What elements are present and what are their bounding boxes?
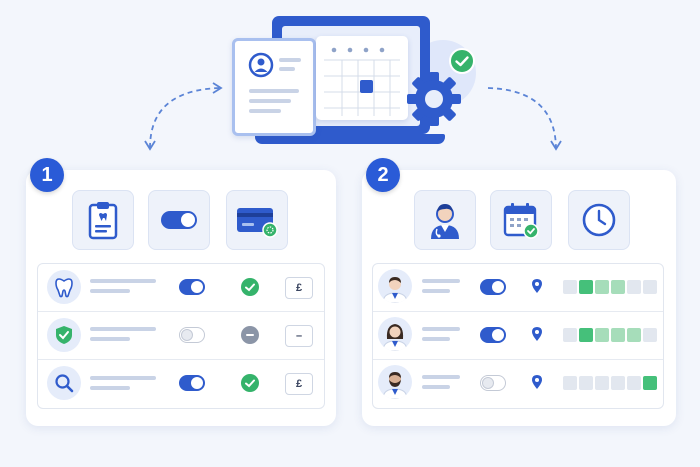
- calendar-grid-icon: [324, 47, 400, 116]
- doctor-tile: [414, 190, 476, 250]
- location-pin-icon: [532, 375, 542, 389]
- doctor-2-slots: [563, 328, 657, 342]
- doctor-1-slots: [563, 280, 657, 294]
- calendar-check-icon: [503, 203, 539, 239]
- doctor-3-detail-line: [422, 385, 450, 389]
- location-pin-icon: [532, 279, 542, 293]
- row-1-subtitle-line: [90, 289, 130, 293]
- step-2-badge: 2: [366, 158, 400, 192]
- time-slot[interactable]: [563, 280, 577, 294]
- row-divider: [38, 359, 324, 360]
- time-slot[interactable]: [579, 328, 593, 342]
- time-slot[interactable]: [579, 280, 593, 294]
- payment-tile: [226, 190, 288, 250]
- row-3-price[interactable]: £: [285, 373, 313, 395]
- doctor-1-detail-line: [422, 289, 450, 293]
- arrowhead-panel2: [550, 140, 562, 151]
- toggle-icon: [161, 211, 197, 229]
- search-icon: [47, 366, 81, 400]
- arrowhead-panel1: [144, 140, 156, 151]
- time-slot[interactable]: [579, 376, 593, 390]
- doctor-1-name-line: [422, 279, 460, 283]
- time-slot[interactable]: [611, 376, 625, 390]
- row-divider: [373, 359, 663, 360]
- row-2-title-line: [90, 327, 156, 331]
- credit-card-icon: [237, 208, 278, 238]
- time-slot[interactable]: [595, 280, 609, 294]
- clock-icon: [582, 203, 616, 237]
- doctor-2-detail-line: [422, 337, 450, 341]
- doctor-3-name-line: [422, 375, 460, 379]
- arrow-to-hero: [149, 87, 221, 149]
- doctor-1-toggle[interactable]: [480, 279, 506, 295]
- doctor-avatar-male: [378, 269, 412, 303]
- profile-card: [232, 38, 316, 136]
- time-slot[interactable]: [643, 328, 657, 342]
- row-2-minus-icon: [241, 326, 259, 344]
- row-divider: [373, 311, 663, 312]
- doctor-availability-table: [372, 263, 664, 409]
- doctor-3-slots: [563, 376, 657, 390]
- row-1-toggle[interactable]: [179, 279, 205, 295]
- calendar-card: [316, 36, 408, 120]
- row-3-subtitle-line: [90, 386, 130, 390]
- row-3-title-line: [90, 376, 156, 380]
- service-table: £ – £: [37, 263, 325, 409]
- arrowhead-hero: [212, 82, 223, 94]
- row-2-toggle[interactable]: [179, 327, 205, 343]
- doctor-avatar-bearded: [378, 365, 412, 399]
- time-slot[interactable]: [627, 280, 641, 294]
- profile-card-content: [248, 52, 301, 113]
- laptop-base: [255, 134, 445, 144]
- time-slot[interactable]: [627, 328, 641, 342]
- time-slot[interactable]: [563, 376, 577, 390]
- time-slot[interactable]: [643, 280, 657, 294]
- doctor-icon: [431, 204, 459, 239]
- time-slot[interactable]: [611, 328, 625, 342]
- toggle-tile: [148, 190, 210, 250]
- row-2-subtitle-line: [90, 337, 130, 341]
- arrow-to-panel2: [487, 87, 557, 149]
- doctor-avatar-female: [378, 317, 412, 351]
- row-1-price[interactable]: £: [285, 277, 313, 299]
- doctor-2-toggle[interactable]: [480, 327, 506, 343]
- location-pin-icon: [532, 327, 542, 341]
- time-slot[interactable]: [627, 376, 641, 390]
- calendar-tile: [490, 190, 552, 250]
- time-slot[interactable]: [611, 280, 625, 294]
- row-divider: [38, 311, 324, 312]
- row-3-check-icon: [241, 374, 259, 392]
- row-3-toggle[interactable]: [179, 375, 205, 391]
- step-1-badge: 1: [30, 158, 64, 192]
- row-1-title-line: [90, 279, 156, 283]
- clock-tile: [568, 190, 630, 250]
- doctor-3-toggle[interactable]: [480, 375, 506, 391]
- gear-icon: [407, 72, 461, 126]
- time-slot[interactable]: [595, 328, 609, 342]
- row-2-price[interactable]: –: [285, 325, 313, 347]
- row-1-check-icon: [241, 278, 259, 296]
- clipboard-tile: [72, 190, 134, 250]
- tooth-icon: [47, 270, 81, 304]
- doctor-2-name-line: [422, 327, 460, 331]
- time-slot[interactable]: [595, 376, 609, 390]
- time-slot[interactable]: [643, 376, 657, 390]
- shield-check-icon: [47, 318, 81, 352]
- success-check-icon: [449, 48, 475, 74]
- clipboard-icon: [88, 202, 118, 240]
- time-slot[interactable]: [563, 328, 577, 342]
